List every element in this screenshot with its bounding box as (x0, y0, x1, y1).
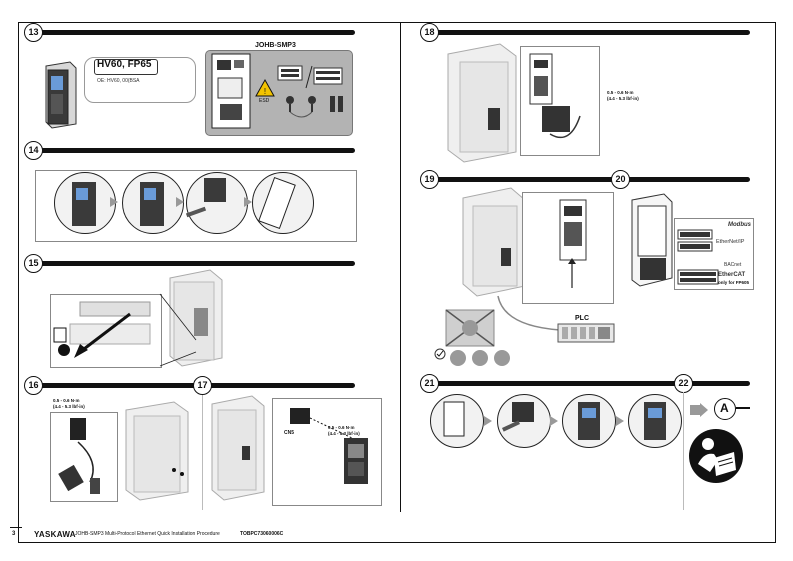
step-13-model-box (94, 59, 158, 75)
step-16-number: 16 (24, 376, 43, 395)
footer-brand: YASKAWA (34, 530, 76, 539)
step-19-ok-cables (434, 348, 510, 366)
step-19-detail-illustration (559, 199, 587, 288)
step-15-number: 15 (24, 254, 43, 273)
step-19-plc-label: PLC (575, 315, 589, 322)
footer-doc-title: JOHB-SMP3 Multi-Protocol Ethernet Quick … (75, 531, 220, 537)
step-18-drive-illustration (447, 43, 517, 163)
step-20-protocol-bacnet: BACnet (724, 262, 742, 268)
step-13-kit-labels (277, 65, 343, 89)
step-20-drive-illustration (631, 193, 673, 287)
footer-rule (10, 527, 22, 528)
step-13-label-callout (84, 57, 196, 103)
footer-doc-code: TOBPC73060006C (240, 531, 284, 537)
step-16-torque-line2: (4.4 - 5.3 lbf·in) (53, 404, 85, 409)
step-15-drive-illustration (169, 269, 223, 367)
step-18-number: 18 (420, 23, 439, 42)
step-17-ch-label: CN5 (284, 430, 295, 436)
step-22-divider (683, 392, 684, 510)
step-22-ref-line (736, 407, 750, 409)
step-13-esd-label: ESD (259, 98, 270, 104)
step-16-torque-line1: 0.5 - 0.6 N·m (53, 398, 80, 403)
svg-text:!: ! (264, 87, 266, 96)
step-22-arrow (690, 403, 708, 417)
step-17-detail-illustration (290, 408, 368, 484)
step-17-drive-illustration (211, 395, 265, 501)
step-13-kit-option-card (211, 53, 251, 129)
step-13-model-sub: OE: HV60, 00(BSA (97, 78, 140, 84)
step-21-bar (425, 381, 680, 386)
step-13-bar (30, 30, 355, 35)
step-19-cable-line (497, 295, 561, 331)
step-15-detail-illustration (53, 301, 151, 358)
step-17-torque-line2: (4.4 - 5.3 lbf·in) (328, 431, 360, 436)
step-18-torque-line1: 0.5 - 0.6 N·m (607, 90, 634, 95)
step-14-bar (30, 148, 355, 153)
page-border-top-right (400, 22, 776, 23)
page-border-bottom (18, 542, 776, 543)
step-20-protocol-ethernetip: EtherNet/IP (716, 239, 745, 245)
step-22-bar (688, 381, 750, 386)
step-18-bar (425, 30, 750, 35)
step-21-number: 21 (420, 374, 439, 393)
step-20-ethercat-note: only for FP605 (718, 280, 750, 285)
step-19-plc-illustration (557, 323, 615, 343)
step-13-esd-icon: ! (255, 78, 275, 97)
step-21-drive-details (443, 401, 666, 440)
step-21-arrows (484, 416, 624, 426)
step-18-detail-illustration (529, 53, 581, 139)
page-border-left (18, 22, 19, 542)
step-19-bar (425, 177, 625, 182)
step-20-protocol-switches (677, 229, 719, 285)
step-13-kit-title: JOHB-SMP3 (255, 42, 296, 49)
step-20-protocol-modbus: Modbus (728, 222, 751, 228)
step-19-number: 19 (420, 170, 439, 189)
step-20-protocol-ethercat: EtherCAT (718, 272, 746, 278)
step-13-kit-screws (286, 96, 343, 118)
step-16-bar (30, 383, 198, 388)
step-16-drive-illustration (125, 401, 189, 501)
step-22-number: 22 (674, 374, 693, 393)
page-border-right (775, 22, 776, 542)
step-17-bar (205, 383, 355, 388)
step-14-number: 14 (24, 141, 43, 160)
step-13-number: 13 (24, 23, 43, 42)
step-20-bar (620, 177, 750, 182)
step-19-no-cable-icon (445, 309, 495, 347)
step-22-ref-letter: A (720, 401, 729, 415)
footer-page-number: 3 (12, 531, 16, 537)
step-15-callout-lines (159, 293, 197, 367)
step-14-arrows (110, 197, 252, 207)
page-center-divider (400, 22, 401, 512)
step-13-model-label: HV60, FP65 (97, 59, 152, 70)
step-17-torque-line1: 0.5 - 0.6 N·m (328, 425, 355, 430)
step-13-drive-illustration (45, 61, 77, 129)
step-18-torque-line2: (4.4 - 5.3 lbf·in) (607, 96, 639, 101)
step-17-number: 17 (193, 376, 212, 395)
step-16-detail-illustration (58, 418, 100, 494)
step-22-ref-circle (714, 398, 736, 420)
step-22-manual-icon (689, 429, 743, 483)
step-20-number: 20 (611, 170, 630, 189)
step-15-bar (30, 261, 355, 266)
page-border-top-left (18, 22, 400, 23)
step-16-17-divider (202, 392, 203, 510)
step-14-drive-details (72, 176, 296, 230)
